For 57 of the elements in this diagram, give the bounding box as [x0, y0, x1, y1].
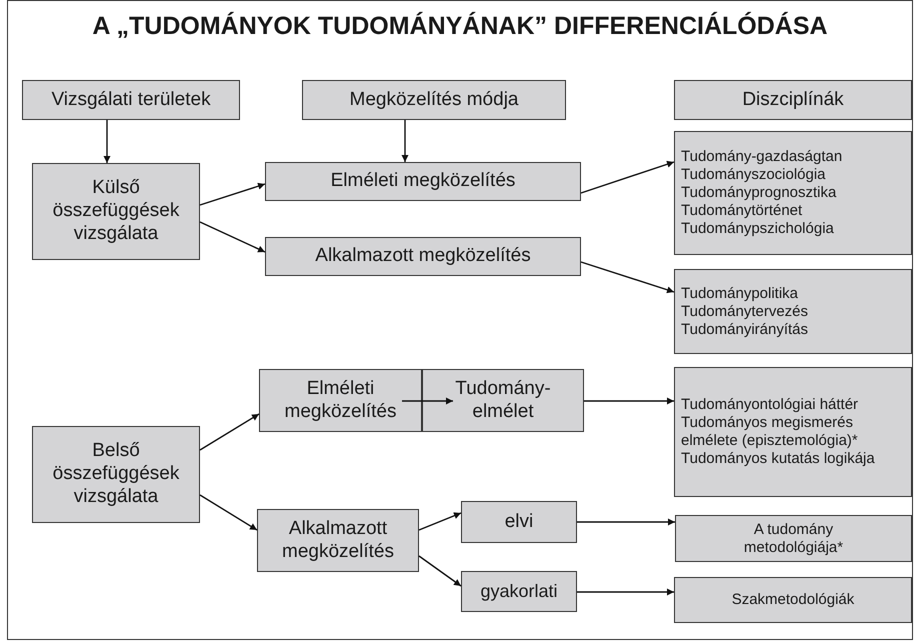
box-text: Tudomány-elmélet: [454, 378, 552, 424]
arrow: [584, 398, 674, 404]
list-item: Tudományprognosztika: [681, 184, 836, 202]
box-text: gyakorlati: [480, 580, 558, 602]
list-item: Tudományszociológia: [681, 166, 826, 184]
arrow: [418, 555, 462, 587]
box-text: Elméleti megközelítés: [284, 378, 398, 424]
arrow: [200, 494, 258, 531]
arrow: [580, 261, 674, 294]
process-box: [422, 369, 584, 432]
box-text: Vizsgálati területek: [51, 88, 211, 112]
list-box: [674, 131, 912, 255]
arrow: [402, 120, 408, 162]
process-box: [32, 163, 200, 260]
arrow: [418, 512, 462, 531]
box-text: Megközelítés módja: [350, 88, 518, 112]
diagram-title: A „TUDOMÁNYOK TUDOMÁNYÁNAK” DIFFERENCIÁLÓDÁSA: [91, 12, 829, 41]
list-item: Tudomány-gazdaságtan: [681, 148, 842, 166]
process-box: [257, 509, 419, 572]
arrow: [580, 160, 674, 194]
list-item: Tudományirányítás: [681, 320, 808, 338]
box-text: Szakmetodológiák: [732, 591, 854, 609]
list-item: Tudománypszichológia: [681, 220, 834, 238]
arrow: [577, 588, 674, 596]
arrow: [104, 120, 110, 163]
process-box: [302, 80, 566, 120]
process-box: [675, 515, 912, 562]
box-text: Alkalmazott megközelítés: [315, 245, 531, 268]
box-text: A tudomány metodológiája*: [742, 520, 844, 556]
box-text: elvi: [504, 510, 534, 534]
list-box: [674, 367, 912, 497]
process-box: [674, 577, 912, 623]
box-text: Külső összefüggések vizsgálata: [52, 177, 180, 246]
box-text: Elméleti megközelítés: [330, 170, 516, 193]
box-text: Alkalmazott megközelítés: [281, 518, 395, 564]
list-item: Tudományos kutatás logikája: [681, 450, 875, 468]
list-item: Tudománytörténet: [681, 202, 802, 220]
arrow: [200, 221, 266, 253]
process-box: [265, 162, 581, 201]
process-box: [22, 80, 240, 120]
list-item: Tudományos megismerés elmélete (episztemológia)*: [681, 414, 859, 450]
process-box: [259, 369, 422, 432]
arrow: [200, 182, 266, 206]
list-item: Tudománytervezés: [681, 302, 808, 320]
arrow: [577, 518, 675, 526]
list-box: [674, 269, 912, 354]
box-text: Diszciplínák: [742, 88, 844, 112]
list-item: Tudománypolitika: [681, 284, 798, 302]
arrow: [200, 413, 260, 451]
list-item: Tudományontológiai háttér: [681, 396, 858, 414]
box-text: Belső összefüggések vizsgálata: [52, 440, 180, 509]
arrow: [402, 398, 453, 404]
process-box: [32, 426, 200, 523]
process-box: [265, 237, 581, 276]
process-box: [461, 501, 577, 543]
process-box: [461, 571, 577, 612]
process-box: [674, 80, 912, 120]
